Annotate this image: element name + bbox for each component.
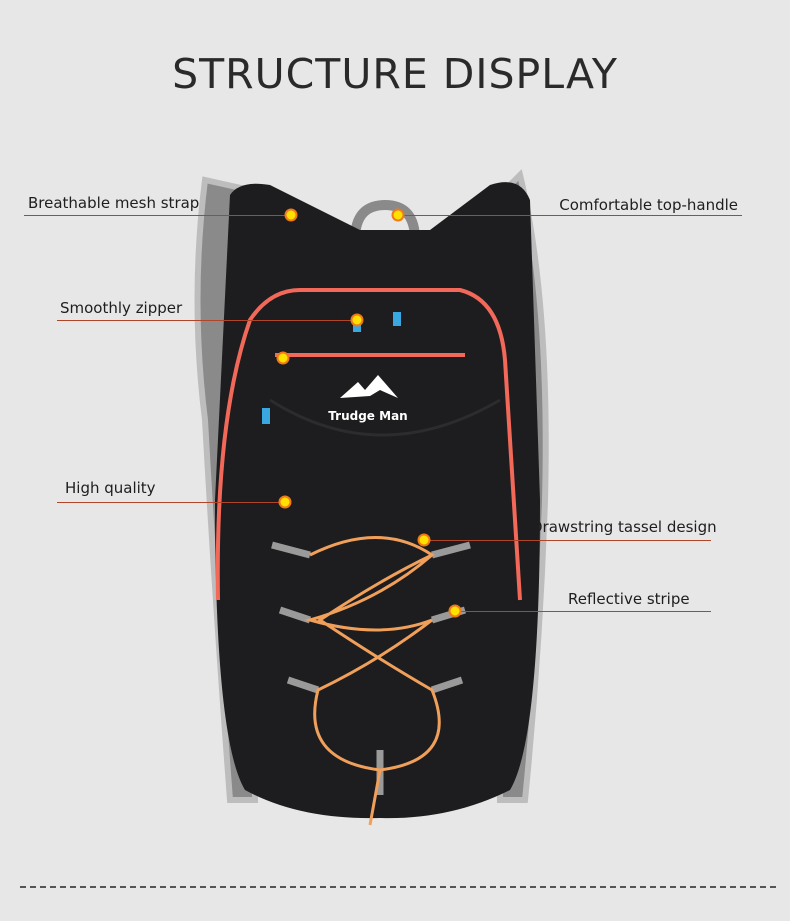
- dashed-divider: [20, 886, 776, 888]
- leader-line: [24, 215, 291, 216]
- marker-dot: [284, 208, 298, 222]
- callout-high-quality: High quality: [65, 479, 156, 497]
- leader-line: [57, 502, 285, 503]
- leader-line: [57, 320, 357, 321]
- marker-dot: [417, 533, 431, 547]
- leader-line: [398, 215, 742, 216]
- page-title: STRUCTURE DISPLAY: [172, 50, 618, 98]
- callout-reflective-stripe: Reflective stripe: [568, 590, 690, 608]
- brand-logo: Trudge Man: [328, 409, 407, 423]
- leader-line: [455, 611, 711, 612]
- marker-dot: [278, 495, 292, 509]
- marker-dot: [350, 313, 364, 327]
- callout-comfortable-top-handle: Comfortable top-handle: [559, 196, 738, 214]
- marker-dot: [391, 208, 405, 222]
- callout-breathable-mesh-strap: Breathable mesh strap: [28, 194, 200, 212]
- leader-line: [424, 540, 711, 541]
- marker-dot: [448, 604, 462, 618]
- callout-drawstring-tassel-design: Drawstring tassel design: [531, 518, 717, 536]
- callout-smoothly-zipper: Smoothly zipper: [60, 299, 183, 317]
- marker-dot: [276, 351, 290, 365]
